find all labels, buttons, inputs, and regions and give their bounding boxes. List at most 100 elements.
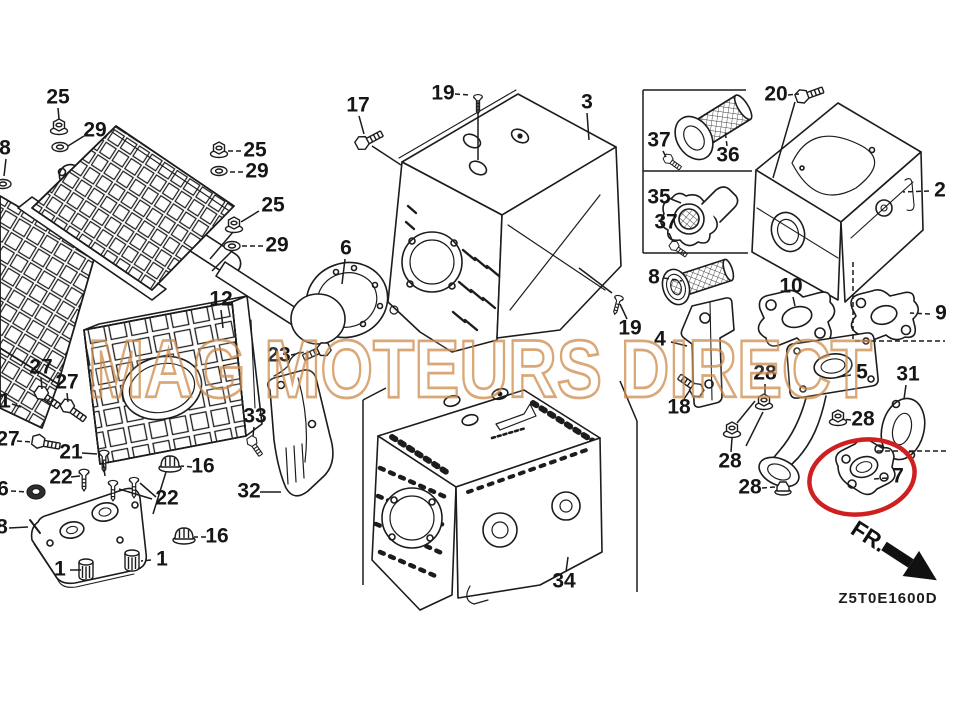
structure-line: [118, 488, 153, 500]
part-number-callout-21: 21: [59, 441, 83, 464]
part-number-callout-1: 1: [54, 558, 66, 581]
part-number-callout-32: 32: [237, 480, 260, 503]
highlighted-gasket-illustration: [835, 438, 896, 496]
leader-line: [220, 309, 224, 329]
part-number-callout-16: 16: [205, 525, 228, 548]
bolt-icon: [352, 125, 386, 153]
part-number-callout-6: 6: [340, 237, 352, 260]
leader-line: [565, 556, 569, 573]
part-number-callout-34: 34: [552, 570, 576, 593]
part-number-callout-28: 28: [738, 476, 762, 499]
leader-line: [724, 129, 728, 147]
leader-line: [586, 112, 590, 141]
grommet-icon: [26, 484, 46, 500]
structure-line: [745, 411, 764, 447]
rubber-bush-icon: [158, 455, 182, 473]
washer-icon: [51, 141, 69, 153]
leader-line: [670, 198, 682, 204]
washer-icon: [223, 240, 241, 252]
part-number-callout-1: 1: [0, 390, 11, 413]
leader-line: [792, 296, 796, 307]
exhaust-gasket-illustration: [757, 289, 836, 347]
structure-line: [371, 145, 402, 166]
screw-icon: [244, 433, 267, 459]
structure-line: [619, 380, 638, 422]
structure-line: [102, 460, 106, 477]
exhaust-pipe-cover-illustration: [273, 261, 389, 377]
leader-line: [903, 384, 907, 400]
bolt-icon: [57, 396, 91, 425]
watermark-text: MAG MOTEURS DIRECT: [88, 324, 872, 415]
leader-line: [40, 377, 43, 390]
part-number-callout-27: 27: [55, 371, 78, 394]
leader-line: [909, 312, 931, 315]
leader-line: [761, 486, 776, 489]
leader-line: [240, 210, 260, 223]
fr-arrow-shaft: [881, 541, 914, 568]
structure-line: [209, 231, 234, 260]
part-number-callout-5: 5: [856, 361, 868, 384]
leader-line: [663, 277, 683, 282]
part-number-callout-23: 23: [267, 344, 290, 367]
stay-bracket-illustration: [680, 297, 735, 408]
rubber-mount-icon: [124, 549, 140, 572]
part-number-callout-29: 29: [83, 119, 106, 142]
part-number-callout-4: 4: [654, 328, 666, 351]
leader-line: [358, 115, 365, 135]
part-number-callout-7: 7: [892, 465, 904, 488]
part-number-callout-25: 25: [46, 86, 70, 109]
leader-line: [16, 440, 33, 443]
leader-line: [841, 418, 852, 421]
part-number-callout-25: 25: [261, 194, 285, 217]
part-number-callout-17: 17: [346, 94, 369, 117]
part-number-callout-29: 29: [245, 160, 268, 183]
base-plate-illustration: [29, 487, 148, 588]
leader-line: [683, 389, 691, 400]
part-number-callout-28: 28: [718, 450, 742, 473]
part-number-callout-22: 22: [49, 466, 72, 489]
highlight-layer: [807, 437, 917, 517]
structure-line: [362, 387, 387, 401]
leader-line: [8, 526, 29, 529]
leader-line: [670, 341, 688, 347]
nut-icon: [209, 141, 229, 159]
leader-lines-layer: [3, 89, 947, 592]
part-number-callout-19: 19: [431, 82, 454, 105]
part-number-callout-19: 19: [618, 317, 641, 340]
leader-line: [873, 477, 888, 480]
part-number-callout-8: 8: [648, 266, 660, 289]
fr-arrow-head-icon: [902, 550, 937, 581]
structure-line: [152, 471, 167, 515]
part-number-callout-16: 16: [191, 455, 214, 478]
washer-icon: [210, 165, 228, 177]
part-number-callout-22: 22: [155, 487, 178, 510]
mesh-plug-illustration: [661, 258, 735, 306]
leader-line: [730, 437, 733, 453]
leader-line: [252, 426, 255, 437]
part-number-callout-36: 36: [716, 144, 739, 167]
leader-line: [81, 452, 98, 455]
part-number-callout-25: 25: [243, 139, 267, 162]
leader-line: [70, 475, 81, 478]
part-number-callout-8: 8: [0, 516, 8, 539]
fr-direction-marker: FR.: [846, 515, 937, 581]
part-number-callout-28: 28: [753, 362, 777, 385]
nut-icon: [722, 421, 742, 439]
arrester-holder-illustration: [660, 186, 739, 247]
pipe-shield-illustration: [266, 369, 334, 497]
leader-line: [341, 258, 346, 285]
leader-line: [67, 135, 85, 147]
screw-icon: [609, 293, 625, 316]
part-number-callout-27: 27: [29, 356, 52, 379]
part-number-callout-28: 28: [851, 408, 875, 431]
leader-line: [10, 490, 29, 493]
part-number-callout-31: 31: [896, 363, 920, 386]
spark-arrester-illustration: [674, 94, 753, 161]
leader-line: [3, 158, 7, 177]
rubber-mount-icon: [78, 558, 94, 581]
highlight-ellipse: [807, 437, 917, 517]
part-number-callout-27: 27: [0, 428, 20, 451]
